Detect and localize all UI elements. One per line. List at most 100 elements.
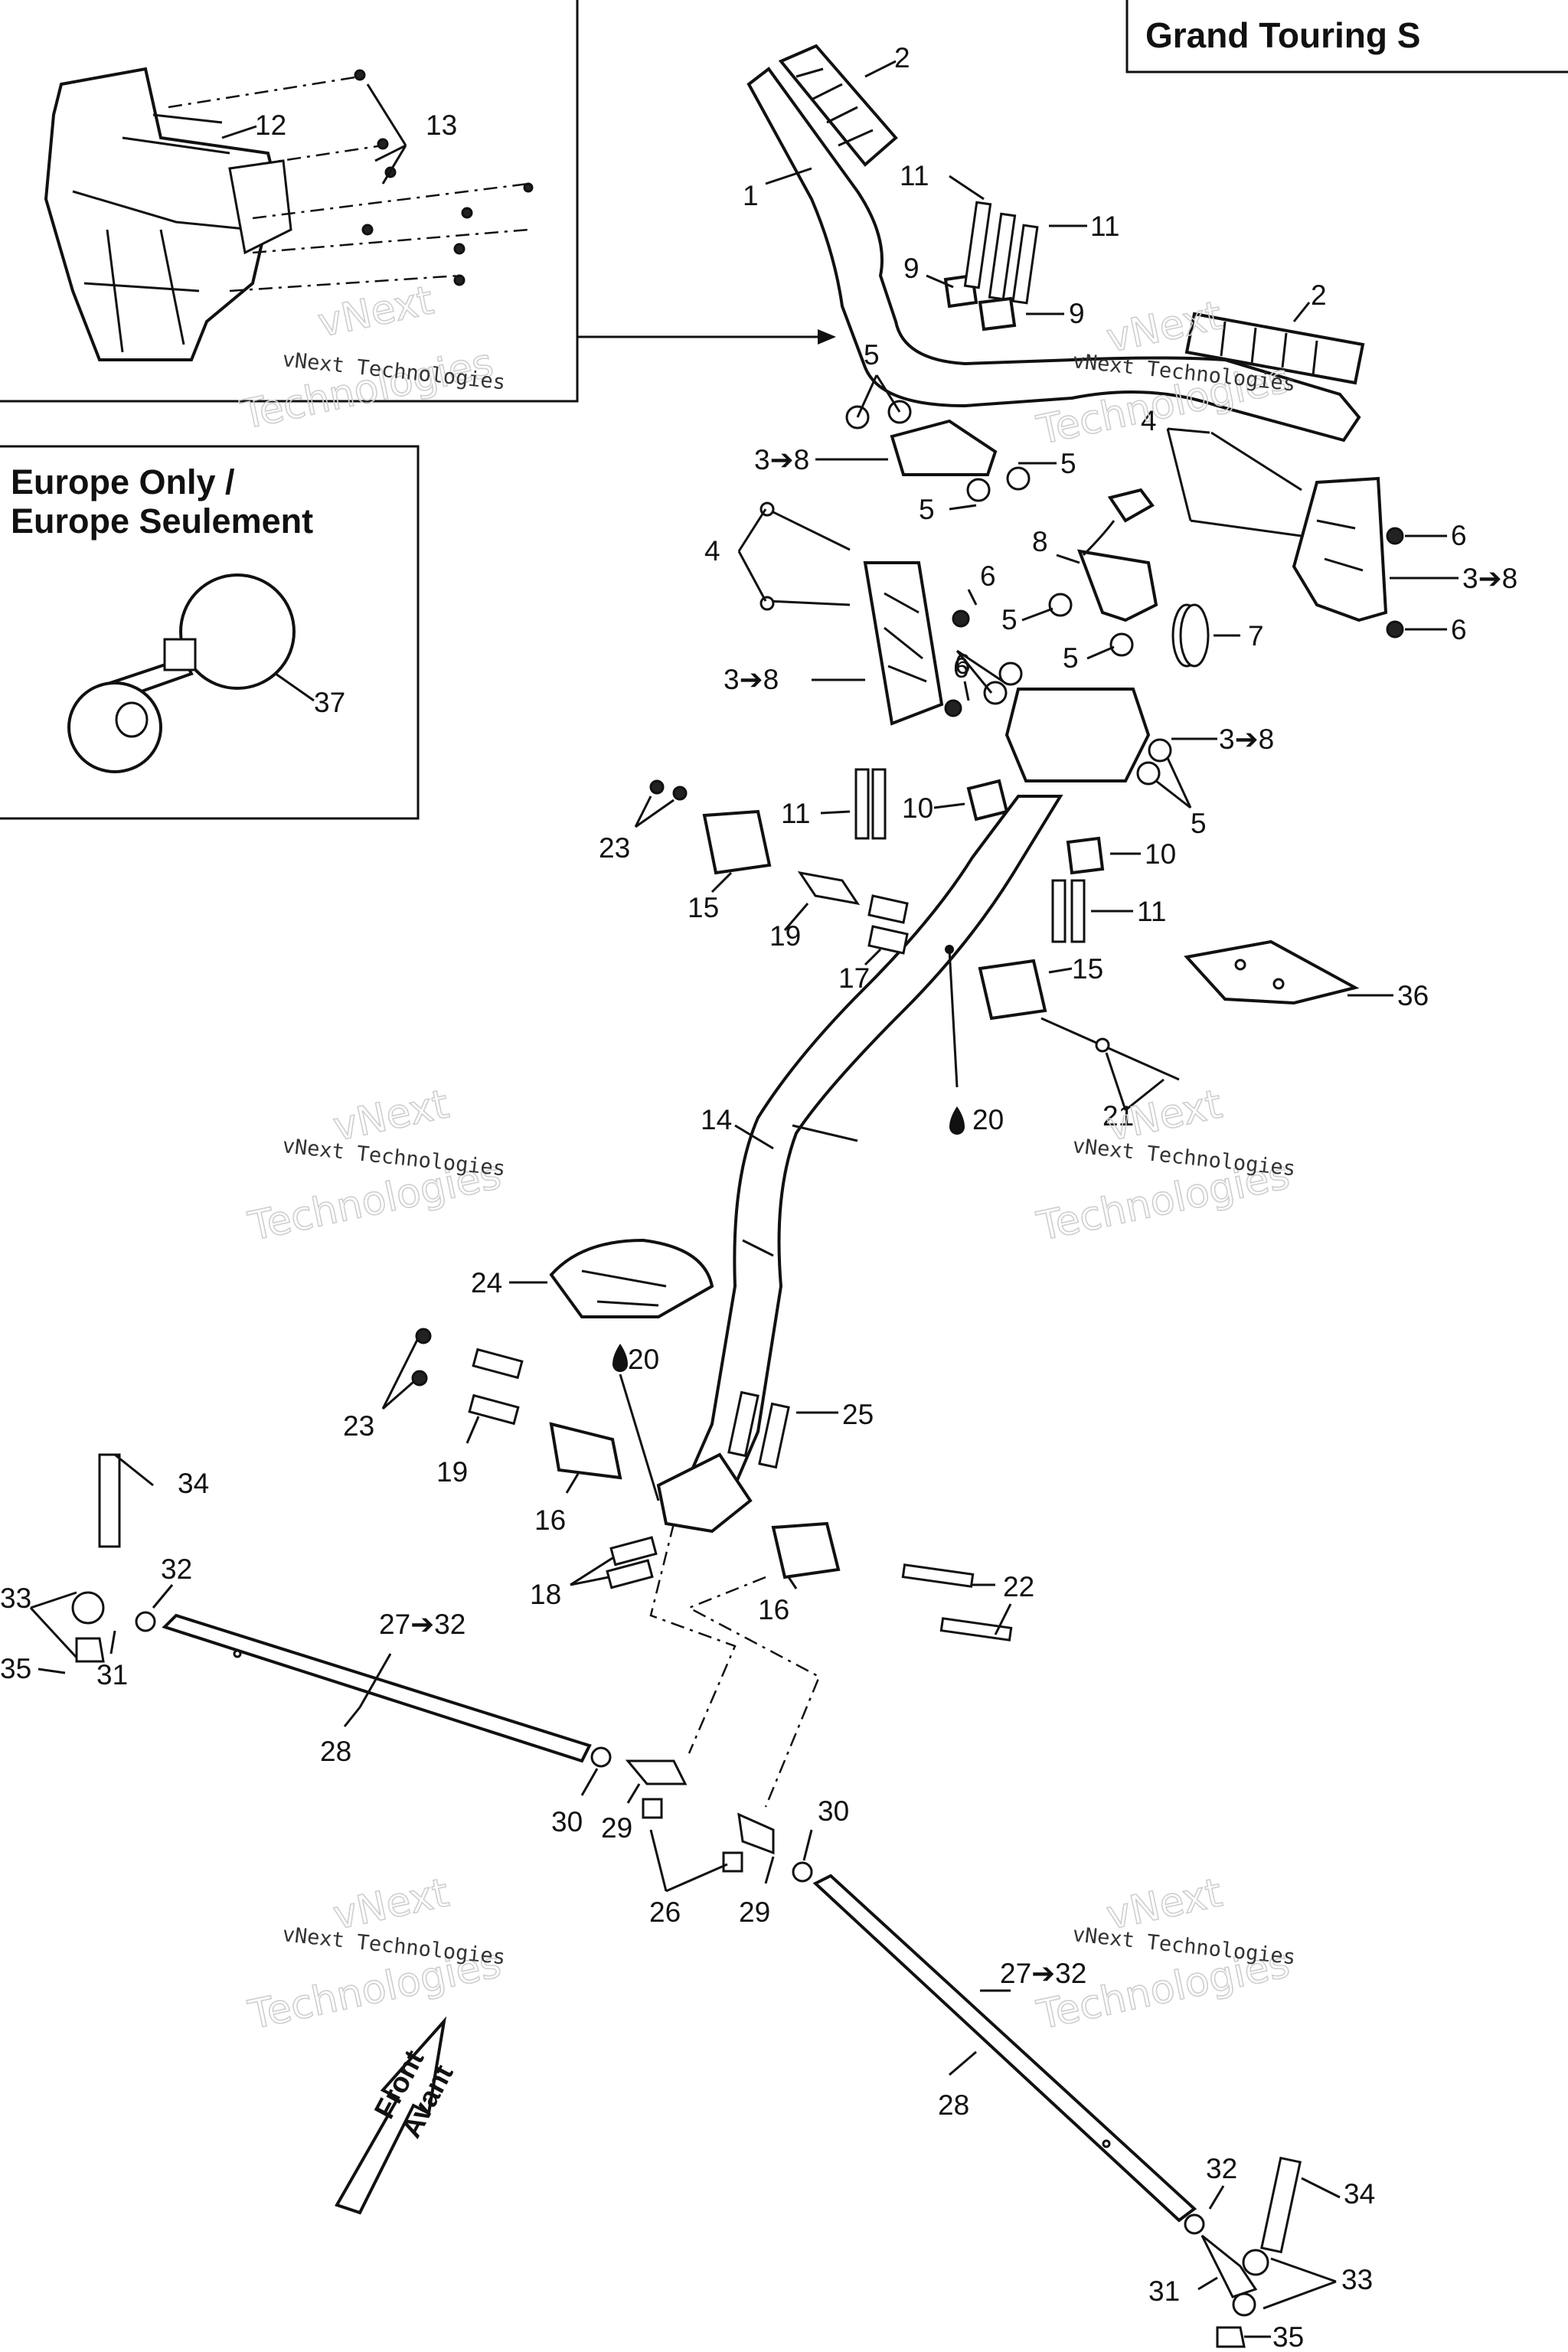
callout-11-right: 11 [1090, 211, 1119, 242]
callout-11-d: 11 [1137, 896, 1166, 927]
left-bracket-plate [863, 561, 970, 726]
callout-30-b: 30 [818, 1795, 849, 1827]
callout-6-a: 6 [980, 560, 996, 592]
column-lower-bracket [656, 1390, 790, 1534]
callout-3-8-d: 3➔8 [1219, 724, 1274, 755]
callout-30-a: 30 [551, 1806, 583, 1838]
callout-6-d: 6 [1451, 614, 1467, 645]
tie-rod-end-center-left [590, 1746, 688, 1819]
column-cover [549, 1238, 714, 1318]
callout-34-a: 34 [178, 1468, 209, 1499]
callout-5-f: 5 [1191, 808, 1207, 839]
title-box: Grand Touring S [1125, 0, 1568, 74]
callout-1: 1 [743, 180, 759, 211]
oil-drop-icon-lower [612, 1344, 660, 1501]
callout-24: 24 [471, 1267, 502, 1298]
callout-28-a: 28 [320, 1736, 351, 1767]
tie-rod-end-left [71, 1453, 156, 1663]
europe-title-line1: Europe Only / [11, 462, 235, 501]
tie-rod-right [812, 1873, 1197, 2223]
callout-3-8-b: 3➔8 [724, 664, 779, 695]
handlebar-cover [44, 67, 278, 361]
callout-5-d: 5 [1001, 604, 1018, 635]
callout-28-b: 28 [938, 2089, 969, 2121]
riser-block [983, 662, 1172, 786]
upper-support-block-right [978, 959, 1180, 1081]
cover-inset-box: 12 13 vNext Technologies vNext Technolog… [0, 0, 836, 439]
callout-5-c: 5 [919, 494, 935, 525]
callout-14: 14 [701, 1104, 732, 1135]
callout-35-b: 35 [1272, 2321, 1304, 2352]
callout-5-b: 5 [1060, 448, 1076, 479]
callout-11-top: 11 [900, 160, 929, 191]
callout-3-8-a: 3➔8 [754, 444, 809, 475]
callout-25: 25 [842, 1399, 874, 1430]
callout-2-top: 2 [894, 42, 910, 74]
callout-17: 17 [838, 962, 870, 994]
callout-3-8-c: 3➔8 [1462, 563, 1517, 594]
callout-9-right: 9 [1069, 298, 1085, 329]
callout-26: 26 [649, 1896, 681, 1928]
page-title: Grand Touring S [1145, 15, 1420, 55]
right-bracket-plate [1292, 476, 1404, 639]
lower-support-block-left [411, 1328, 622, 1480]
callout-35-a: 35 [0, 1653, 31, 1684]
callout-32-a: 32 [161, 1553, 192, 1585]
callout-6-c: 6 [1451, 520, 1467, 551]
front-arrow-icon: Front Avant [335, 2016, 459, 2215]
return-spring [1171, 603, 1210, 668]
tie-rod-end-right [1184, 2156, 1302, 2348]
callout-2-right: 2 [1311, 279, 1327, 311]
tie-rod-end-center-right [722, 1812, 813, 1883]
callout-11-c: 11 [781, 798, 810, 829]
callout-4-left: 4 [704, 535, 720, 567]
callout-29-a: 29 [601, 1812, 632, 1844]
callout-23-b: 23 [343, 1410, 374, 1442]
callout-7: 7 [1248, 620, 1264, 652]
bushing-pair [606, 1536, 658, 1589]
callout-34-b: 34 [1344, 2178, 1375, 2210]
shim-plate [1184, 939, 1360, 1005]
throttle-lever [1048, 488, 1158, 657]
callout-19-b: 19 [436, 1456, 468, 1488]
callout-32-b: 32 [1206, 2153, 1237, 2184]
callout-33-b: 33 [1341, 2264, 1373, 2295]
callout-19-a: 19 [769, 920, 801, 952]
tie-rod-left [162, 1613, 592, 1763]
upper-riser-bracket [845, 400, 1031, 502]
callout-5-a: 5 [864, 339, 880, 371]
lower-clamp [854, 768, 1105, 943]
upper-clamp [943, 201, 1039, 332]
callout-13: 13 [426, 109, 457, 141]
europe-title-line2: Europe Seulement [11, 501, 313, 541]
upper-support-block-left [649, 779, 772, 875]
callout-8: 8 [1032, 526, 1048, 557]
horn [67, 573, 296, 773]
callout-27-32-b: 27➔32 [1000, 1958, 1086, 1989]
callout-5-e: 5 [1063, 642, 1079, 674]
spacer-pin [797, 871, 909, 955]
callout-12: 12 [255, 109, 286, 141]
callout-10-b: 10 [1145, 838, 1176, 870]
callout-36: 36 [1397, 980, 1429, 1011]
callout-37: 37 [314, 687, 345, 718]
grip-left [778, 44, 898, 167]
oil-drop-icon-upper [945, 945, 965, 1135]
callout-27-32-a: 27➔32 [379, 1609, 466, 1640]
callout-33-a: 33 [0, 1583, 31, 1614]
callout-16-a: 16 [534, 1504, 566, 1536]
callout-21: 21 [1102, 1100, 1134, 1132]
callout-31-b: 31 [1148, 2275, 1180, 2307]
callout-15-b: 15 [1072, 953, 1103, 985]
callout-16-b: 16 [758, 1594, 789, 1625]
callout-31-a: 31 [96, 1659, 128, 1690]
europe-only-box: Europe Only / Europe Seulement 37 [0, 445, 420, 820]
callout-20-b: 20 [628, 1344, 659, 1375]
callout-9-top: 9 [903, 253, 920, 284]
callout-18: 18 [530, 1579, 561, 1610]
callout-23-a: 23 [599, 832, 630, 864]
lower-support-block-right [771, 1521, 1013, 1642]
callout-6-e: 6 [955, 648, 971, 680]
callout-20-a: 20 [972, 1104, 1004, 1135]
